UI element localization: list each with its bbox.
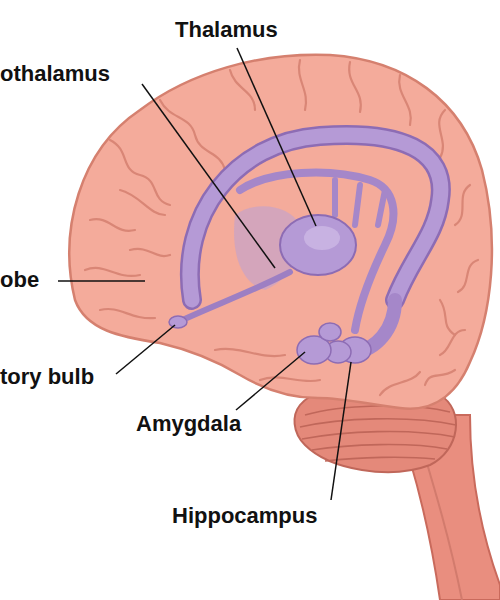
thalamus-highlight [304,226,340,250]
part-label: othalamus [0,61,110,87]
olfactory-bulb [169,316,187,328]
cerebrum [69,55,491,409]
amygdala-lobe [319,323,341,341]
part-label: Amygdala [136,411,241,437]
fornix-fibres [335,180,385,225]
fornix-arc-fill [190,135,441,300]
cerebellum-folia [300,406,456,461]
gyri [85,60,478,395]
olfactory-tract [178,272,290,322]
fornix-arc [190,135,441,300]
part-label: obe [0,267,39,293]
leader-lines [58,48,351,500]
part-label: Thalamus [175,17,278,43]
part-label: Hippocampus [172,503,317,529]
part-label: tory bulb [0,364,94,390]
thalamus [280,215,356,275]
